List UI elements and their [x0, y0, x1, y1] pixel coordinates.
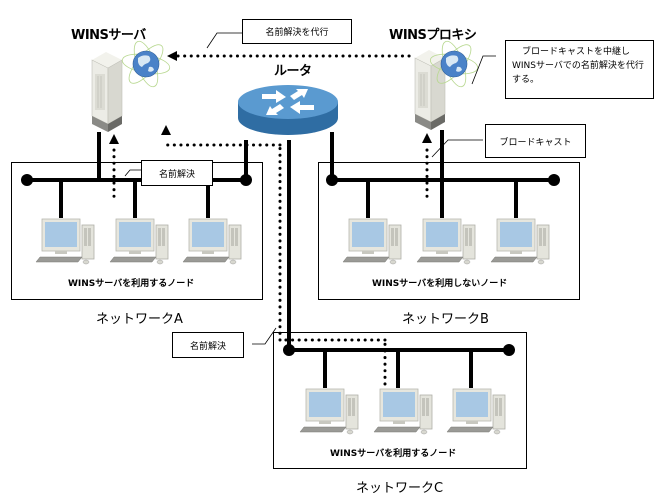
network-c-box	[273, 332, 527, 469]
pc-icon	[299, 388, 359, 435]
network-b-box	[318, 162, 580, 300]
arrow-up-icon	[109, 134, 119, 144]
pc-icon	[35, 218, 95, 265]
arrow-up-icon	[161, 125, 171, 135]
wins-proxy-icon	[414, 37, 480, 131]
callout-proxy-resolve: 名前解決を代行	[242, 19, 352, 44]
callout-name-resolution-c: 名前解決	[172, 332, 244, 358]
network-b-name: ネットワークB	[402, 312, 489, 327]
network-a-box	[11, 162, 263, 300]
pc-icon	[182, 218, 242, 265]
router-icon	[238, 85, 338, 135]
pc-nodes-b	[342, 218, 550, 265]
pc-icon	[109, 218, 169, 265]
router-label: ルータ	[274, 64, 312, 79]
wins-server-label: WINSサーバ	[71, 28, 146, 43]
arrowheads	[109, 51, 432, 144]
pc-nodes-c	[299, 388, 506, 435]
name-resolution-paths	[112, 54, 429, 386]
pc-icon	[490, 218, 550, 265]
callout-proxy-description: ブロードキャストを中継しWINSサーバでの名前解決を代行する。	[505, 40, 654, 99]
network-c-name: ネットワークC	[356, 481, 444, 496]
bus-end-dots	[21, 174, 560, 356]
callout-name-resolution-a: 名前解決	[141, 160, 213, 186]
pc-nodes-a	[35, 218, 242, 265]
wins-server-icon	[91, 37, 172, 133]
network-c-caption: WINSサーバを利用するノード	[330, 449, 457, 459]
network-a-caption: WINSサーバを利用するノード	[68, 279, 195, 289]
network-a-name: ネットワークA	[96, 312, 183, 327]
pc-icon	[342, 218, 402, 265]
callout-broadcast: ブロードキャスト	[485, 124, 586, 158]
pc-icon	[416, 218, 476, 265]
network-b-caption: WINSサーバを利用しないノード	[372, 279, 508, 289]
wins-proxy-label: WINSプロキシ	[389, 28, 477, 43]
arrow-left-icon	[167, 51, 177, 61]
callout-leaders	[124, 32, 496, 345]
pc-icon	[373, 388, 433, 435]
pc-icon	[446, 388, 506, 435]
arrow-up-icon	[422, 133, 432, 143]
